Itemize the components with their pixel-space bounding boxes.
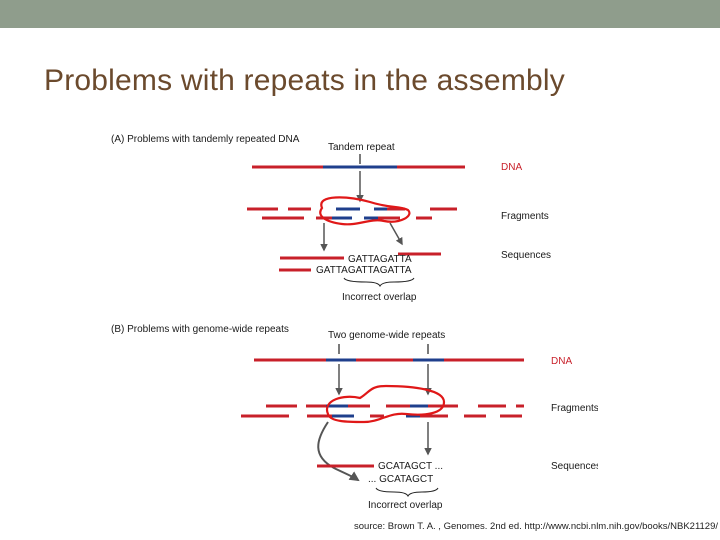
panel-b-repeat-label: Two genome-wide repeats <box>328 330 445 341</box>
panel-a-fragments <box>247 207 457 220</box>
panel-a-sequence-2: GATTAGATTAGATTA <box>316 265 412 276</box>
panel-b-highlight-loop <box>325 384 446 424</box>
panel-a-sequence-1: GATTAGATTA <box>348 254 412 265</box>
panel-b-sequence-1: GCATAGCT ... <box>378 461 443 472</box>
source-citation: source: Brown T. A. , Genomes. 2nd ed. h… <box>354 521 719 532</box>
slide-title: Problems with repeats in the assembly <box>44 64 565 97</box>
panel-b-sequence-2: ... GCATAGCT <box>368 474 433 485</box>
panel-b-sequences-label: Sequences <box>551 461 598 472</box>
panel-b-overlap-brace <box>375 487 439 498</box>
panel-a-repeat-label: Tandem repeat <box>328 142 395 153</box>
panel-a-overlap-label: Incorrect overlap <box>342 292 417 303</box>
slide-top-bar <box>0 0 720 28</box>
panel-b-dna-label: DNA <box>551 356 572 367</box>
panel-b-fragments-label: Fragments <box>551 403 598 414</box>
panel-a-heading: (A) Problems with tandemly repeated DNA <box>111 134 300 145</box>
panel-b-heading: (B) Problems with genome-wide repeats <box>111 324 289 335</box>
genome-assembly-figure: (A) Problems with tandemly repeated DNA … <box>108 124 598 516</box>
panel-a-fragments-label: Fragments <box>501 211 549 222</box>
panel-b-fragments <box>241 404 524 418</box>
panel-a-arrow-right <box>389 222 403 246</box>
panel-a-sequence-reads <box>279 252 441 272</box>
panel-b-overlap-label: Incorrect overlap <box>368 500 443 511</box>
panel-a-overlap-brace <box>343 277 415 288</box>
panel-a-sequences-label: Sequences <box>501 250 551 261</box>
panel-a-dna-label: DNA <box>501 162 522 173</box>
figure-svg: (A) Problems with tandemly repeated DNA … <box>111 134 598 511</box>
panel-a-highlight-loop <box>319 196 411 226</box>
panel-b-arrow-curved <box>317 421 360 482</box>
